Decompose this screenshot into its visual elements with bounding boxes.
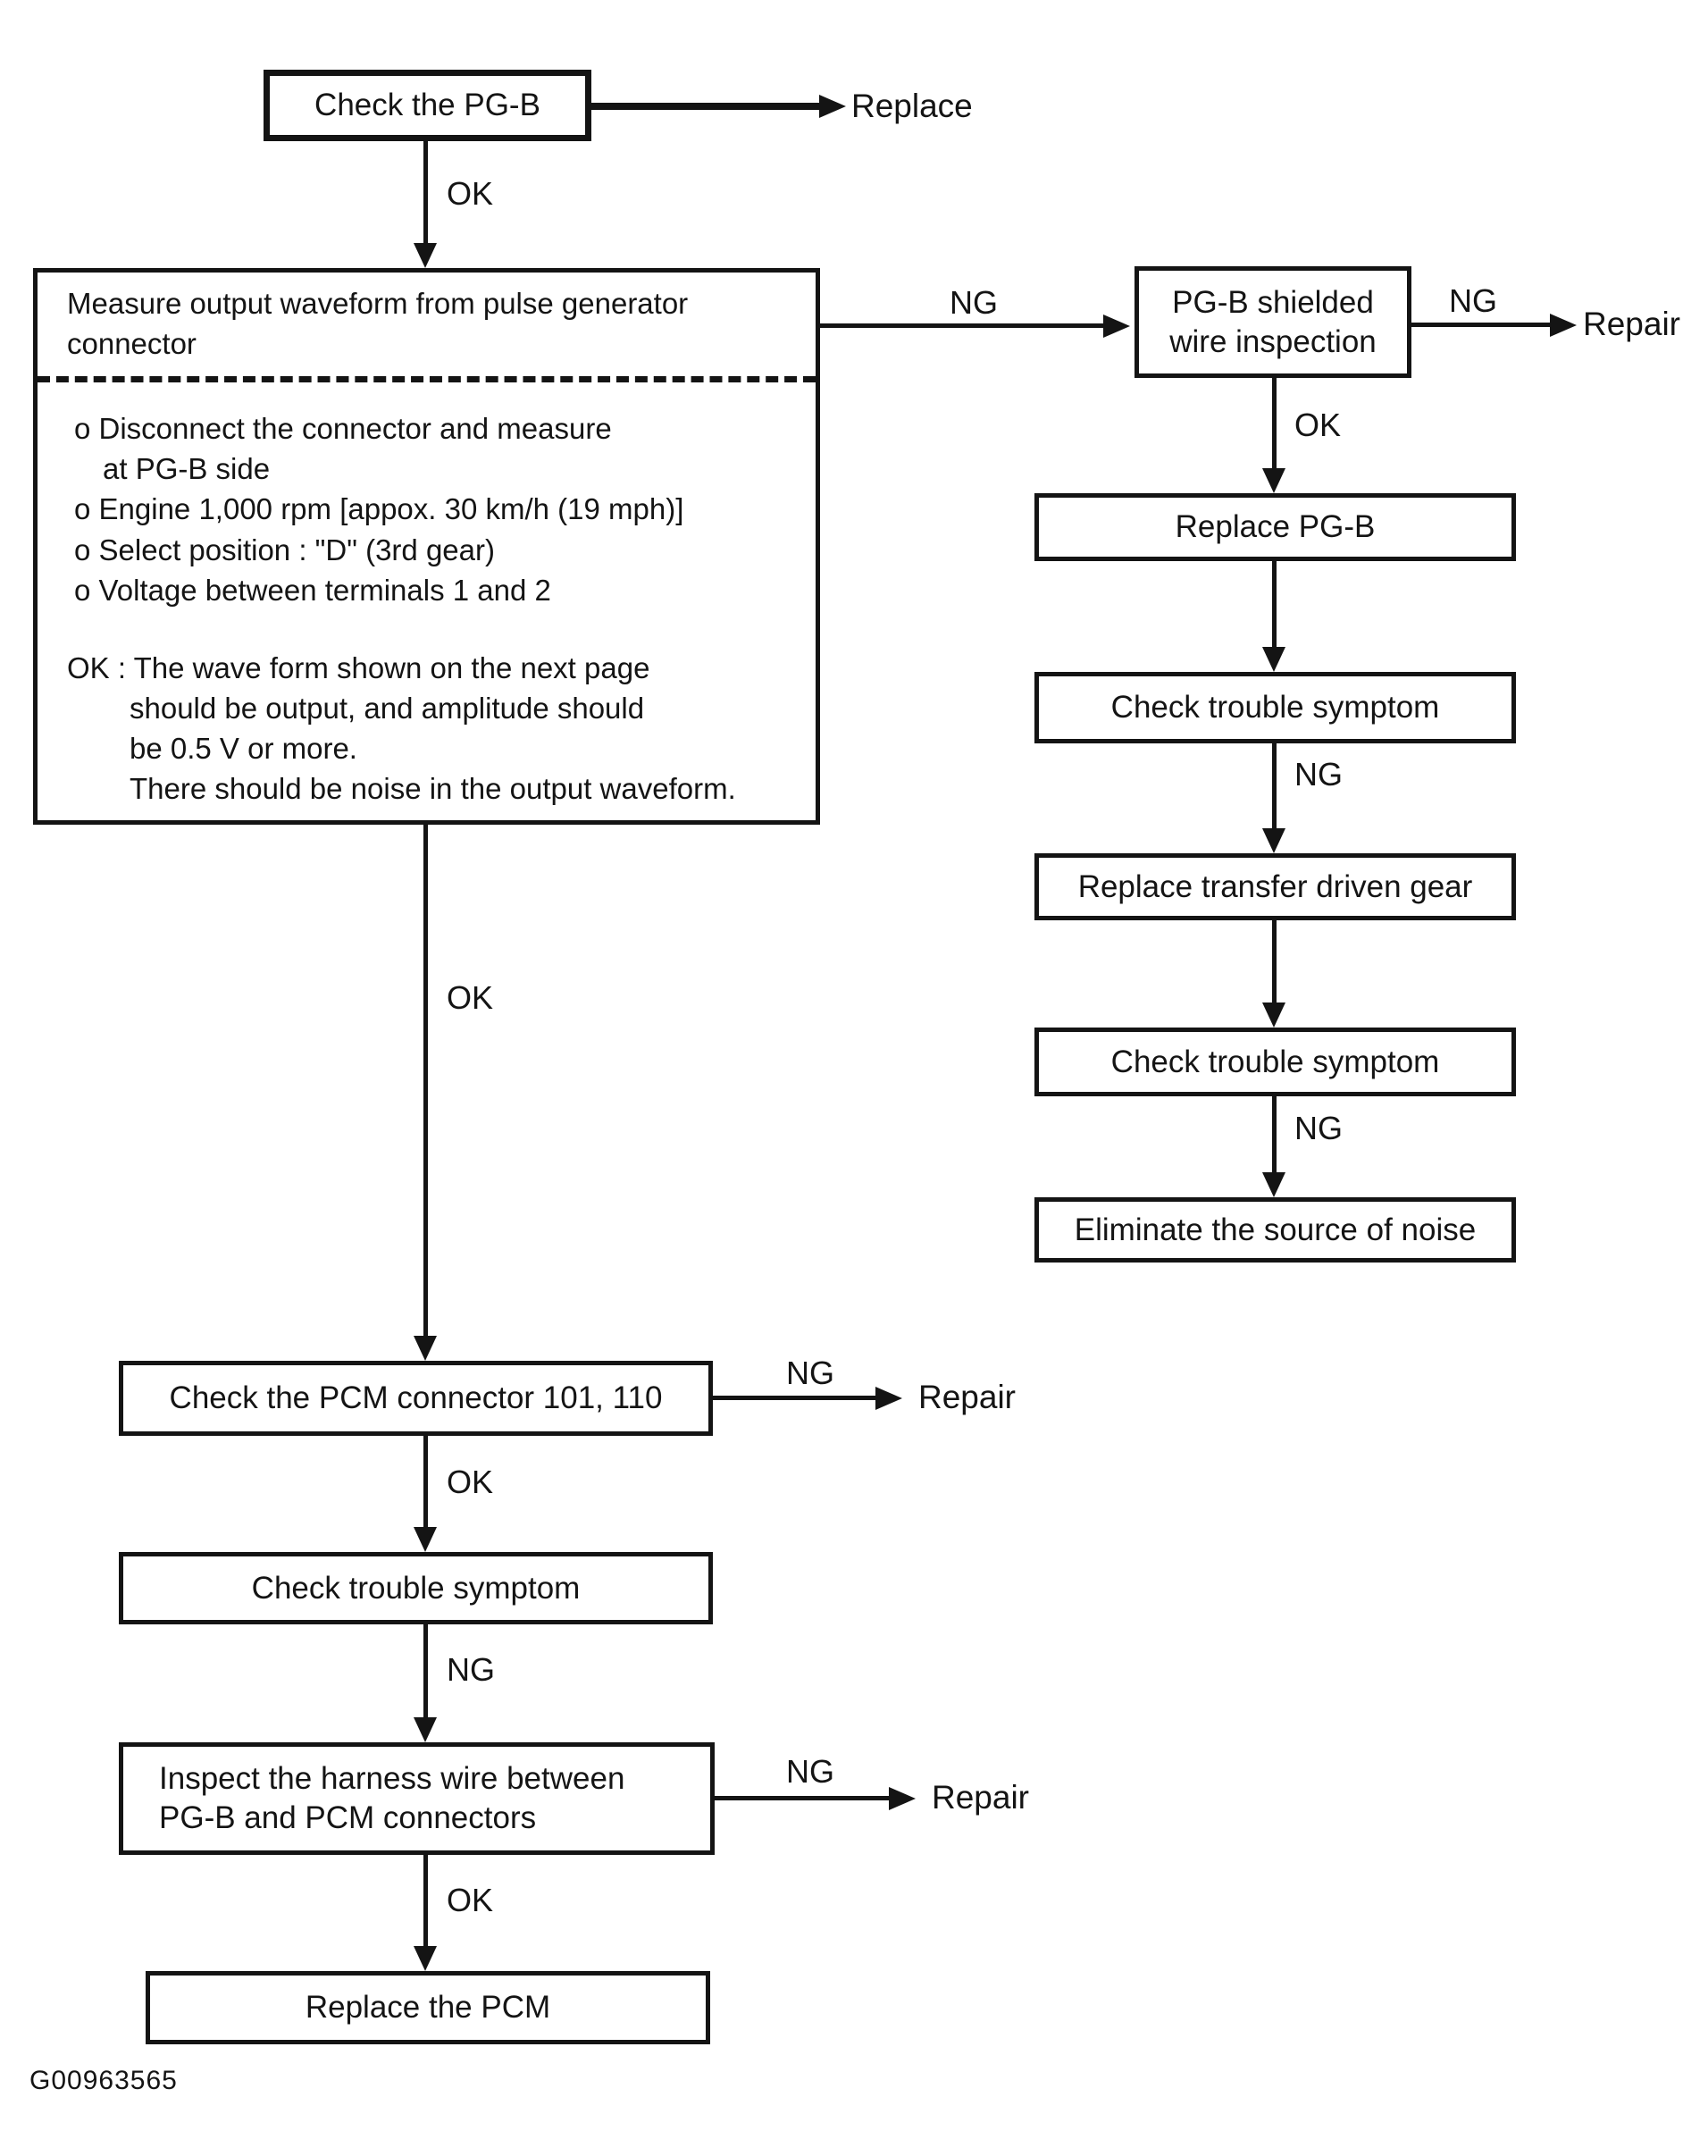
arrow-down-head-icon bbox=[1262, 828, 1285, 853]
figure-code: G00963565 bbox=[29, 2066, 178, 2095]
measure-bullet-3: o Select position : "D" (3rd gear) bbox=[74, 533, 495, 566]
arrow-down-head-icon bbox=[414, 1527, 437, 1552]
arrow-right-head-icon bbox=[875, 1387, 902, 1410]
edge-label-ok-2: OK bbox=[1294, 407, 1342, 443]
arrow-down-head-icon bbox=[414, 1717, 437, 1742]
node-check-trouble-2: Check trouble symptom bbox=[1034, 1028, 1516, 1096]
arrow-down-head-icon bbox=[414, 1336, 437, 1361]
arrow-measure-shielded-line bbox=[820, 323, 1103, 328]
arrow-cts2-eliminate-line bbox=[1272, 1096, 1277, 1172]
arrow-harness-replacepcm-line bbox=[423, 1855, 428, 1946]
edge-label-ng-5: NG bbox=[786, 1355, 834, 1391]
node-replace-pgb: Replace PG-B bbox=[1034, 493, 1516, 561]
edge-label-ng-3: NG bbox=[1294, 756, 1343, 793]
arrow-down-head-icon bbox=[1262, 647, 1285, 672]
measure-ok-note-4: There should be noise in the output wave… bbox=[130, 772, 736, 805]
measure-ok-note-2: should be output, and amplitude should bbox=[130, 692, 645, 725]
node-check-trouble-3-label: Check trouble symptom bbox=[251, 1570, 581, 1606]
terminal-replace: Replace bbox=[851, 88, 973, 124]
arrow-shielded-repair-line bbox=[1411, 323, 1550, 327]
node-check-pcm-connector-label: Check the PCM connector 101, 110 bbox=[169, 1380, 663, 1416]
edge-label-ng-6: NG bbox=[447, 1651, 495, 1688]
arrow-down-head-icon bbox=[414, 243, 437, 268]
arrow-down-head-icon bbox=[414, 1946, 437, 1971]
arrow-checkpgb-measure-line bbox=[423, 141, 428, 243]
arrow-measure-pcmconn-line bbox=[423, 825, 428, 1336]
node-check-trouble-1: Check trouble symptom bbox=[1034, 672, 1516, 743]
arrow-pcmconn-cts3-line bbox=[423, 1436, 428, 1527]
node-shielded-wire: PG-B shielded wire inspection bbox=[1134, 266, 1411, 378]
node-shielded-wire-label: PG-B shielded wire inspection bbox=[1169, 284, 1377, 359]
arrow-checkpgb-replace-line bbox=[591, 103, 820, 110]
node-replace-pcm: Replace the PCM bbox=[146, 1971, 710, 2044]
node-check-trouble-3: Check trouble symptom bbox=[119, 1552, 713, 1624]
edge-label-ok-1: OK bbox=[447, 175, 494, 212]
edge-label-ok-4: OK bbox=[447, 1464, 494, 1500]
node-check-pgb-label: Check the PG-B bbox=[314, 88, 540, 123]
node-eliminate-noise-label: Eliminate the source of noise bbox=[1074, 1212, 1477, 1247]
terminal-repair-2: Repair bbox=[918, 1379, 1016, 1415]
node-replace-pgb-label: Replace PG-B bbox=[1175, 509, 1376, 545]
arrow-right-head-icon bbox=[819, 95, 846, 118]
arrow-right-head-icon bbox=[1550, 314, 1577, 337]
measure-title: Measure output waveform from pulse gener… bbox=[67, 287, 689, 360]
measure-bullet-2: o Engine 1,000 rpm [appox. 30 km/h (19 m… bbox=[74, 492, 684, 525]
measure-ok-note-1: OK : The wave form shown on the next pag… bbox=[67, 651, 650, 684]
arrow-replacepgb-cts1-line bbox=[1272, 561, 1277, 647]
arrow-cts1-transfer-line bbox=[1272, 743, 1277, 828]
node-check-pcm-connector: Check the PCM connector 101, 110 bbox=[119, 1361, 713, 1436]
arrow-down-head-icon bbox=[1262, 468, 1285, 493]
node-replace-transfer: Replace transfer driven gear bbox=[1034, 853, 1516, 920]
measure-ok-note-3: be 0.5 V or more. bbox=[130, 732, 357, 765]
arrow-harness-repair-line bbox=[715, 1796, 889, 1800]
measure-bullet-1-cont: at PG-B side bbox=[103, 452, 271, 485]
measure-divider bbox=[38, 376, 816, 382]
measure-bullet-4: o Voltage between terminals 1 and 2 bbox=[74, 574, 551, 607]
edge-label-ok-5: OK bbox=[447, 1882, 494, 1918]
arrow-right-head-icon bbox=[1103, 315, 1130, 338]
node-replace-transfer-label: Replace transfer driven gear bbox=[1077, 868, 1473, 904]
edge-label-ok-3: OK bbox=[447, 979, 494, 1016]
arrow-cts3-harness-line bbox=[423, 1624, 428, 1717]
arrow-transfer-cts2-line bbox=[1272, 920, 1277, 1002]
edge-label-ng-7: NG bbox=[786, 1753, 834, 1790]
node-replace-pcm-label: Replace the PCM bbox=[305, 1990, 551, 2026]
terminal-repair-3: Repair bbox=[932, 1779, 1029, 1816]
node-check-trouble-1-label: Check trouble symptom bbox=[1110, 690, 1440, 726]
arrow-shielded-replacepgb-line bbox=[1272, 378, 1277, 468]
edge-label-ng-1: NG bbox=[950, 284, 998, 321]
node-check-trouble-2-label: Check trouble symptom bbox=[1110, 1044, 1440, 1079]
arrow-down-head-icon bbox=[1262, 1172, 1285, 1197]
node-eliminate-noise: Eliminate the source of noise bbox=[1034, 1197, 1516, 1263]
node-check-pgb: Check the PG-B bbox=[264, 70, 591, 141]
node-inspect-harness: Inspect the harness wire between PG-B an… bbox=[119, 1742, 715, 1855]
edge-label-ng-4: NG bbox=[1294, 1110, 1343, 1146]
arrow-right-head-icon bbox=[889, 1787, 916, 1810]
arrow-pcmconn-repair-line bbox=[713, 1396, 875, 1400]
terminal-repair-1: Repair bbox=[1583, 306, 1680, 342]
node-measure-waveform bbox=[33, 268, 820, 825]
edge-label-ng-2: NG bbox=[1449, 282, 1497, 319]
arrow-down-head-icon bbox=[1262, 1002, 1285, 1028]
node-inspect-harness-label: Inspect the harness wire between PG-B an… bbox=[159, 1761, 625, 1835]
measure-bullet-1: o Disconnect the connector and measure bbox=[74, 412, 612, 445]
